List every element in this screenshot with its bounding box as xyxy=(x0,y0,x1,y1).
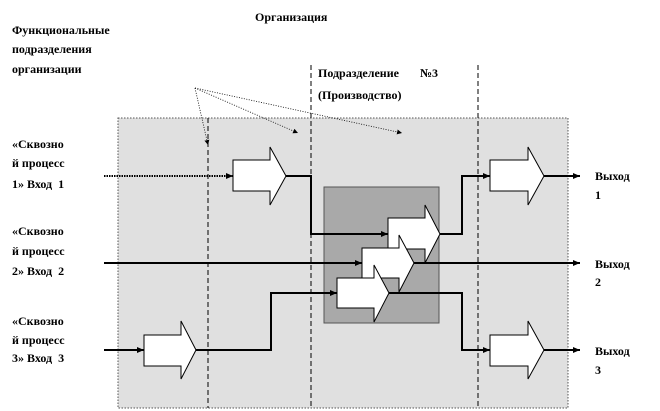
flow-line-1c xyxy=(438,173,490,235)
output-label-1: Выход 1 xyxy=(595,169,633,202)
output-label-3: Выход 3 xyxy=(595,344,633,377)
activity-arrow-3-1 xyxy=(143,320,197,380)
output-label-2: Выход 2 xyxy=(595,257,633,289)
activity-arrow-1-3 xyxy=(489,146,545,206)
flow-line-3b xyxy=(196,290,337,351)
functional-units-label: Функциональные подразделения организации xyxy=(12,23,113,76)
organization-title: Организация xyxy=(255,10,328,24)
pointer-line-3 xyxy=(194,87,403,135)
flow-line-1b xyxy=(286,175,388,237)
flow-line-3c xyxy=(388,292,490,353)
activity-arrow-1-1 xyxy=(232,146,287,206)
input-label-3: «Сквозно й процесс 3» Вход 3 xyxy=(0,0,80,365)
activity-arrow-3-3 xyxy=(489,320,545,380)
activity-arrow-3-2 xyxy=(336,264,390,323)
division-label: Подразделение №3 (Производство) xyxy=(0,0,453,102)
input-label-1: «Сквозно й процесс 1» Вход 1 xyxy=(0,0,80,191)
input-label-2: «Сквозно й процесс 2» Вход 2 xyxy=(0,0,80,278)
